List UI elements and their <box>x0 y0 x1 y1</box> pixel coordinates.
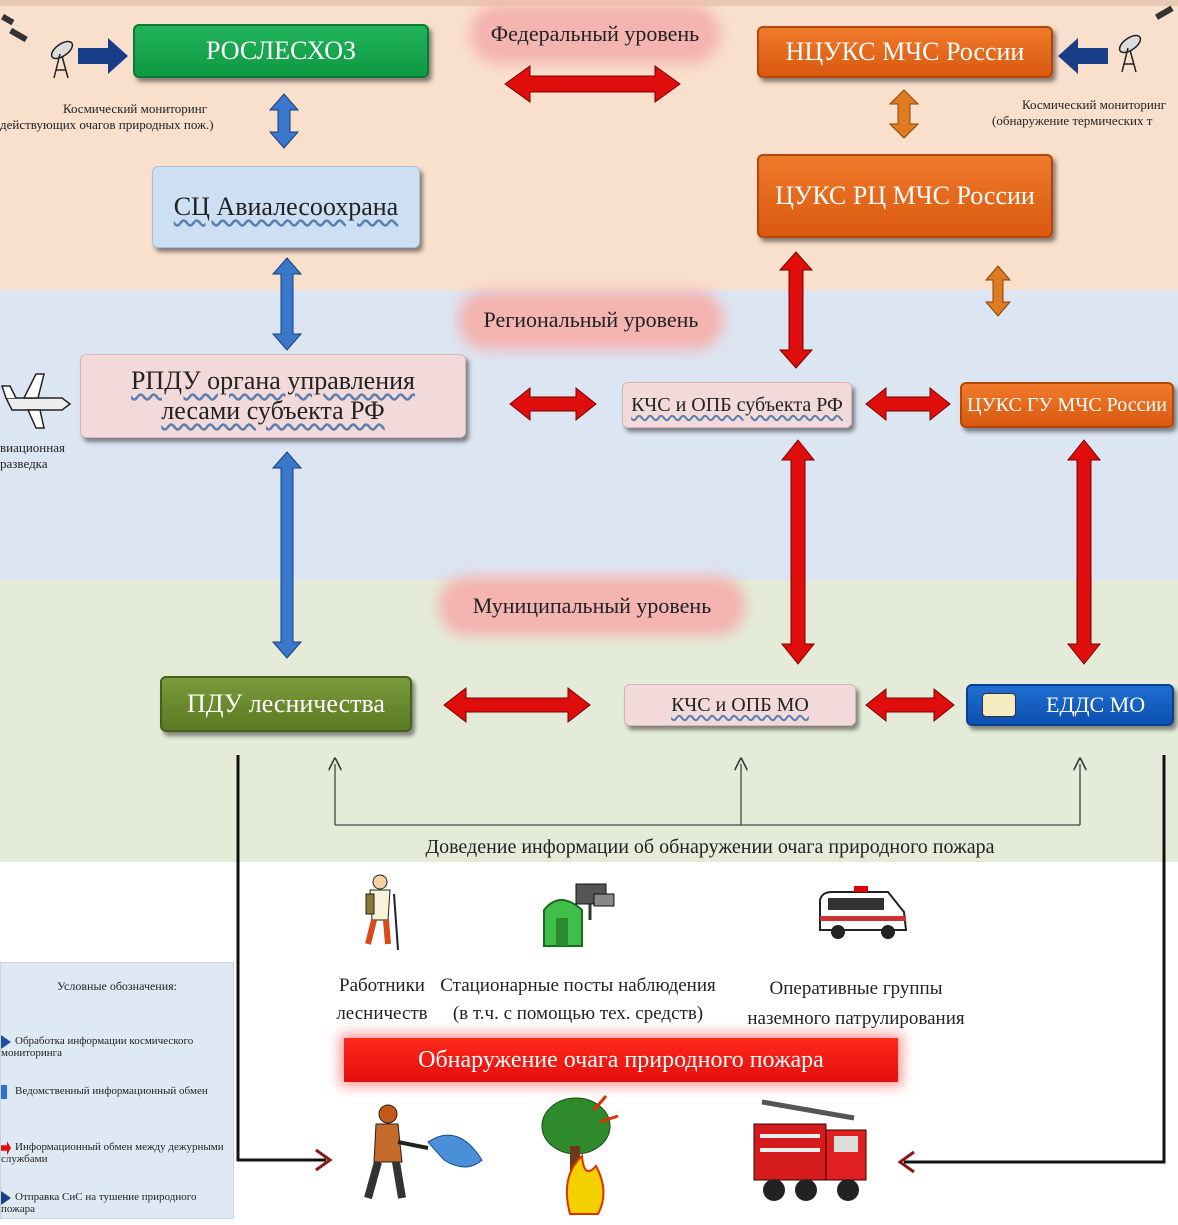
caption-info-delivery: Доведение информации об обнаружении очаг… <box>425 836 995 858</box>
caption-aviation: виационная разведка <box>0 440 76 472</box>
blue-arrow-rosleshoz-avia <box>268 93 300 149</box>
detection-banner: Обнаружение очага природного пожара <box>344 1038 898 1082</box>
caption-posts-line2: (в т.ч. с помощью тех. средств) <box>452 1003 704 1024</box>
node-edds-label: ЕДДС МО <box>1046 692 1146 718</box>
node-kchs-mo: КЧС и ОПБ МО <box>624 684 856 726</box>
caption-posts-line1: Стационарные посты наблюдения <box>440 975 716 996</box>
blue-arrow-rpdu-pdu <box>271 451 303 659</box>
satellite-dish-right-icon <box>1118 34 1142 73</box>
caption-space-left-line2: действующих очагов природных пож.) <box>0 117 214 132</box>
node-edds: ЕДДС МО <box>966 684 1174 726</box>
caption-groups-line1: Оперативные группы <box>769 978 943 999</box>
orange-arrow-ncuks-cuks <box>888 89 920 139</box>
node-ncuks: НЦУКС МЧС России <box>757 26 1053 78</box>
info-delivery-bracket <box>335 764 1080 826</box>
phone-icon <box>982 693 1016 717</box>
legend-label-departmental: Ведомственный информационный обмен <box>15 1085 208 1097</box>
forest-worker-icon <box>365 874 399 951</box>
navy-arrow-left-satellite <box>78 38 128 74</box>
caption-space-right: Космический мониторинг (обнаружение терм… <box>992 97 1178 129</box>
caption-space-right-line2: (обнаружение термических т <box>992 113 1153 128</box>
red-arrow-pdu-kchs <box>443 686 591 724</box>
legend-label-space: Обработка информации космического монито… <box>1 1035 194 1059</box>
red-arrow-cuks-gu-edds <box>1066 439 1102 665</box>
dispatch-lines <box>236 755 1166 1164</box>
red-arrow-rpdu-kchs <box>509 386 597 422</box>
burning-tree-icon <box>541 1095 619 1215</box>
legend-marker-space <box>1 1035 11 1049</box>
observation-post-icon <box>543 883 615 947</box>
satellite-left-icon <box>1 14 28 43</box>
caption-groups-line2: наземного патрулирования <box>747 1008 965 1029</box>
legend-item-dispatch: Отправка СиС на тушение природного пожар… <box>1 1191 231 1215</box>
node-rpdu: РПДУ органа управления лесами субъекта Р… <box>80 354 466 438</box>
firefighter-icon <box>364 1104 483 1200</box>
legend: Условные обозначения: Обработка информац… <box>0 962 234 1219</box>
satellite-right-icon <box>1155 5 1174 20</box>
municipal-level-label: Муниципальный уровень <box>448 586 736 626</box>
legend-title: Условные обозначения: <box>56 979 178 993</box>
patrol-van-icon <box>819 886 908 939</box>
node-cuks-gu: ЦУКС ГУ МЧС России <box>960 382 1174 428</box>
caption-workers-line2: лесничеств <box>336 1003 428 1024</box>
legend-item-departmental: Ведомственный информационный обмен <box>1 1085 231 1099</box>
dispatch-arrowhead-left <box>315 1148 333 1172</box>
red-arrow-federal <box>504 65 681 103</box>
legend-label-dispatch: Отправка СиС на тушение природного пожар… <box>1 1191 197 1215</box>
red-arrow-kchs-subject-mo <box>780 439 816 665</box>
red-arrow-cuks-kchs-subject <box>778 251 814 369</box>
node-kchs-subject: КЧС и ОПБ субъекта РФ <box>622 382 852 428</box>
blue-arrow-avia-rpdu <box>271 257 303 351</box>
caption-groups: Оперативные группы наземного патрулирова… <box>736 974 976 1034</box>
navy-arrow-right-satellite <box>1058 38 1108 74</box>
caption-space-left-line1: Космический мониторинг <box>62 101 208 116</box>
legend-marker-dispatch <box>1 1191 11 1205</box>
top-stripe <box>0 0 1178 6</box>
federal-level-label: Федеральный уровень <box>480 14 710 54</box>
node-rosleshoz: РОСЛЕСХОЗ <box>133 24 429 78</box>
node-cuks-rc: ЦУКС РЦ МЧС России <box>757 154 1053 238</box>
legend-marker-departmental <box>1 1085 7 1099</box>
satellite-dish-icon <box>50 40 74 79</box>
legend-label-duty: Информационный обмен между дежурными слу… <box>1 1141 224 1165</box>
node-avialesookhrana: СЦ Авиалесоохрана <box>152 166 420 248</box>
caption-workers-line1: Работники <box>339 975 425 996</box>
fire-truck-icon <box>753 1099 867 1201</box>
legend-item-duty: Информационный обмен между дежурными слу… <box>1 1141 231 1165</box>
legend-marker-duty <box>1 1141 11 1155</box>
red-arrow-kchs-cuks <box>865 386 951 422</box>
red-arrow-kchs-edds <box>865 687 955 723</box>
regional-level-label: Региональный уровень <box>468 300 714 340</box>
caption-space-right-line1: Космический мониторинг <box>1022 97 1167 112</box>
orange-arrow-cuks-gu <box>984 265 1012 317</box>
airplane-icon <box>0 373 72 429</box>
node-pdu: ПДУ лесничества <box>160 676 412 732</box>
caption-aviation-line1: виационная <box>0 440 65 455</box>
caption-workers: Работники лесничеств <box>322 972 442 1028</box>
dispatch-arrowhead-right <box>897 1150 915 1174</box>
caption-space-left: Космический мониторинг действующих очаго… <box>0 101 220 133</box>
caption-aviation-line2: разведка <box>0 456 48 471</box>
caption-posts: Стационарные посты наблюдения (в т.ч. с … <box>430 972 726 1028</box>
legend-item-space: Обработка информации космического монито… <box>1 1035 231 1059</box>
